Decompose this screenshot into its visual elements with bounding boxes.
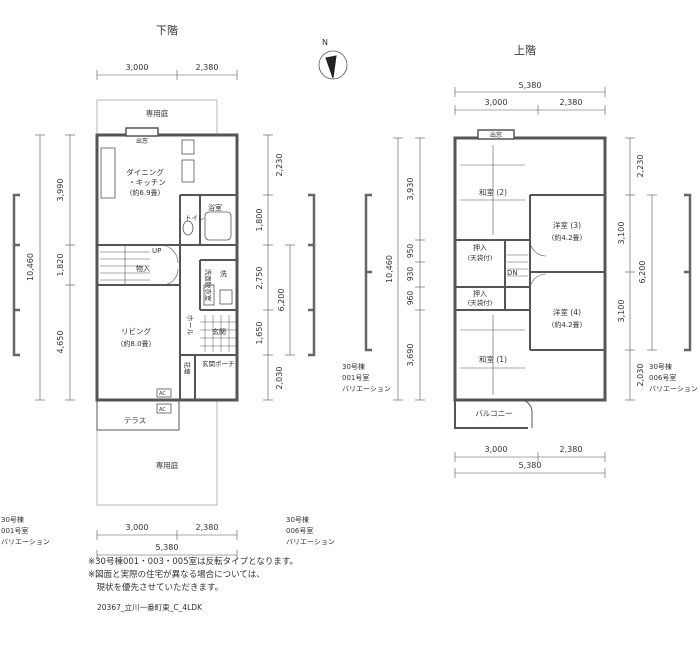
lower-floor-plan [12,70,316,560]
dim-label: 1,650 [255,322,264,345]
room-size-label: (約6.9畳) [130,188,161,197]
room-label: 和室 (2) [479,187,507,197]
dim-label: 960 [406,291,415,306]
dim-label: 10,460 [26,253,35,281]
dim-label: 2,380 [560,98,583,107]
dim-label: 2,380 [560,445,583,454]
dim-label: 930 [406,267,415,282]
variation-label: 30号棟 [649,362,672,371]
dim-label: 2,030 [275,367,284,390]
ac-label: AC [159,391,166,397]
variation-label: 006号室 [286,526,313,535]
garden-label: 専用庭 [146,108,169,118]
dim-label: 5,380 [156,543,179,552]
dim-label: 3,000 [126,63,149,72]
dim-label: 2,380 [196,523,219,532]
garden-label: 専用庭 [156,460,179,470]
upper-floor-plan [364,87,692,478]
dim-label: 3,990 [56,179,65,202]
note-line: ※図面と実際の住宅が異なる場合については、 [88,570,265,580]
dim-label: 950 [406,244,415,259]
note-line: 現状を優先させていただきます。 [88,583,224,593]
dim-label: 3,690 [406,344,415,367]
dim-label: 2,230 [636,155,645,178]
room-label: 玄関ポーチ [202,359,235,368]
footer-code: 20367_立川一番町東_C_4LDK [97,603,202,612]
room-label: 押入 [473,243,487,252]
stair-up-label: UP [152,247,161,255]
room-label: リビング [121,326,151,336]
upper-floor-title: 上階 [514,43,536,57]
compass-north-label: N [322,38,328,47]
room-size-label: (約8.0畳) [121,339,152,348]
dim-label: 3,000 [126,523,149,532]
dim-label: 3,000 [485,445,508,454]
room-label: テラス [124,416,146,425]
note-line: ※30号棟001・003・005室は反転タイプとなります。 [88,557,299,567]
room-label: 浴室 [208,203,222,212]
room-label: ・キッチン [128,178,166,187]
variation-label: 30号棟 [286,515,309,524]
variation-label: バリエーション [342,385,391,393]
room-label: 物入 [136,264,150,273]
room-label: (天袋付) [468,298,493,307]
room-label: 洋室 (4) [553,307,581,317]
dim-label: 3,100 [617,300,626,323]
room-label: 出窓 [490,131,502,139]
dim-label: 5,380 [519,461,542,470]
dim-label: 6,200 [277,289,286,312]
room-label: 出窓 [136,137,148,145]
variation-label: 006号室 [649,373,676,382]
variation-label: バリエーション [1,538,50,546]
dim-label: 1,800 [255,209,264,232]
room-label: 押入 [473,289,487,298]
dim-label: 3,100 [617,222,626,245]
room-label: 洗 [220,269,227,278]
room-size-label: (約4.2畳) [552,320,583,329]
room-size-label: (約4.2畳) [552,233,583,242]
room-label: バルコニー [475,409,512,418]
variation-label: バリエーション [286,538,335,546]
variation-label: 001号室 [342,373,369,382]
dim-label: 2,030 [636,364,645,387]
room-label: ダイニング [126,167,164,177]
room-label: 洋室 (3) [553,220,581,230]
room-label: 玄関 [212,327,226,336]
variation-label: 001号室 [1,526,28,535]
room-label: ホール [186,315,194,336]
variation-label: バリエーション [649,385,698,393]
dim-label: 1,820 [56,254,65,277]
room-label: 和室 (1) [479,354,507,364]
ac-label: AC [159,407,166,413]
variation-label: 30号棟 [1,515,24,524]
dim-label: 4,650 [56,331,65,354]
dim-label: 5,380 [519,81,542,90]
dim-label: 2,380 [196,63,219,72]
room-label: 洗面脱衣室 [204,269,213,302]
dim-label: 3,000 [485,98,508,107]
north-arrow-icon [318,50,348,80]
room-label: (天袋付) [468,253,493,262]
lower-floor-title: 下階 [156,23,178,37]
dim-label: 3,930 [406,178,415,201]
room-label: 花壇 [183,362,192,376]
dim-label: 10,460 [385,255,394,283]
dim-label: 2,230 [275,154,284,177]
room-label: トイレ [185,214,205,222]
dim-label: 2,750 [255,267,264,290]
stair-down-label: DN [507,269,518,277]
variation-label: 30号棟 [342,362,365,371]
dim-label: 6,200 [638,261,647,284]
